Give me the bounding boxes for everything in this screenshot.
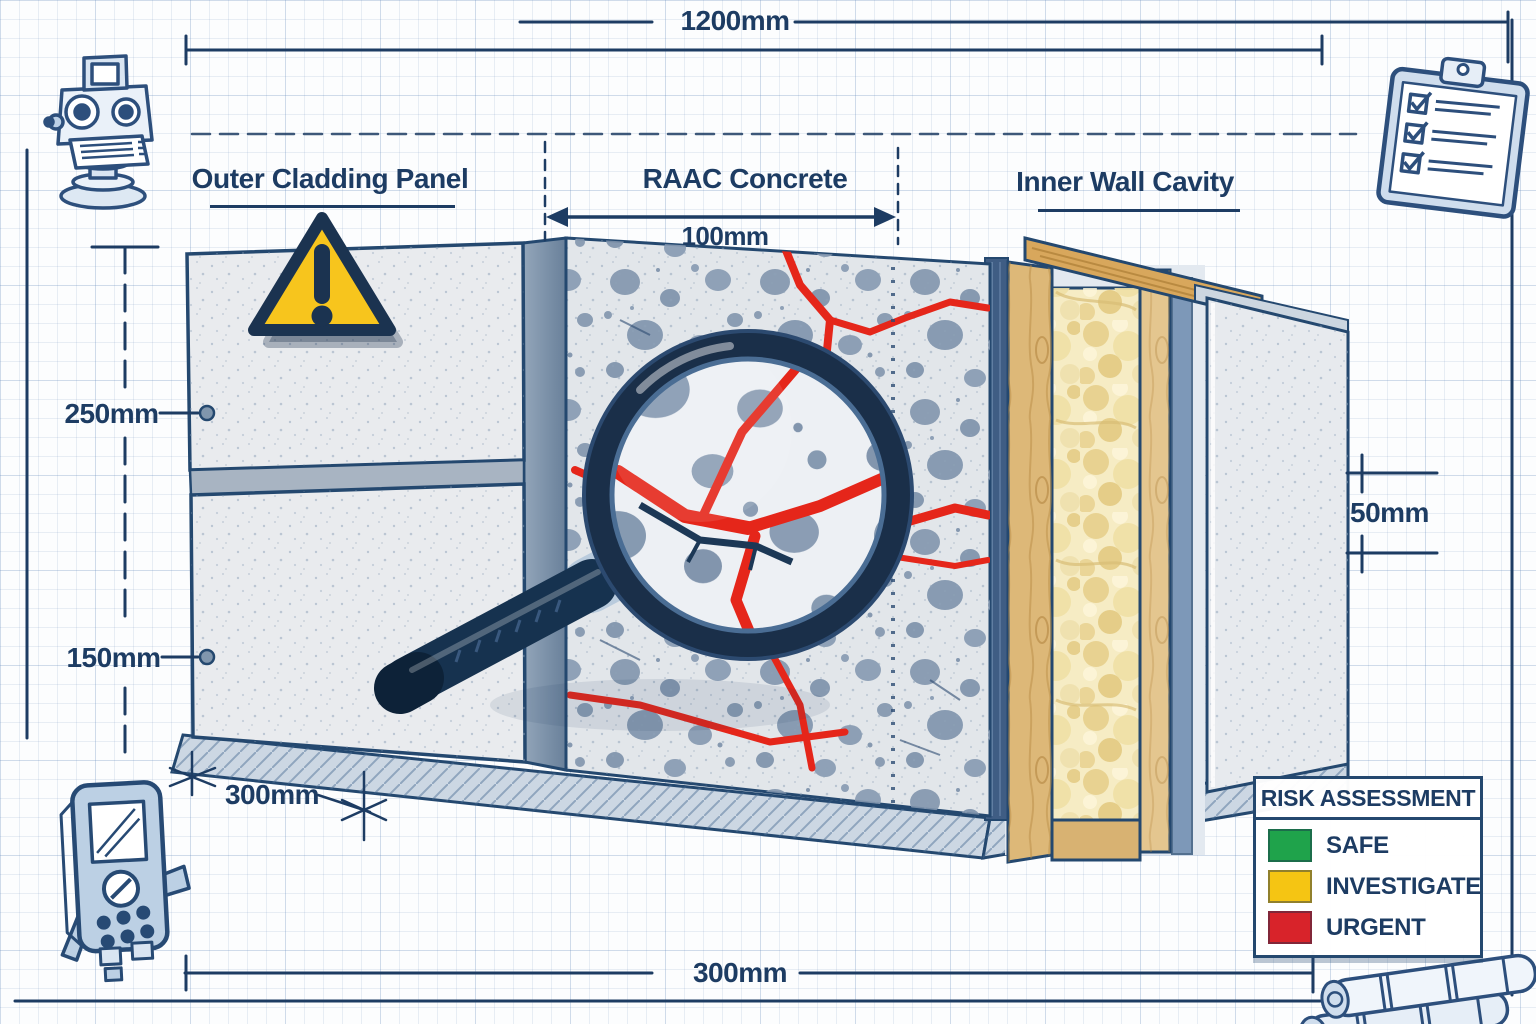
inner-panel xyxy=(1205,296,1350,794)
legend-row-safe: SAFE xyxy=(1268,829,1468,862)
dimension-panel-upper-height: 250mm xyxy=(64,398,159,429)
cavity-gap-strip xyxy=(1171,277,1193,855)
dimension-cavity-gap: 50mm xyxy=(1350,497,1429,528)
dimension-raac-thickness: 100mm xyxy=(681,221,769,251)
warning-triangle-icon xyxy=(248,212,403,348)
risk-assessment-legend: RISK ASSESSMENT SAFE INVESTIGATE URGENT xyxy=(1253,776,1483,958)
label-underline xyxy=(210,205,455,208)
safe-color-swatch xyxy=(1268,829,1312,862)
dimension-bottom-width: 300mm xyxy=(692,957,788,988)
clipboard-checklist-icon xyxy=(1376,56,1530,219)
magnified-cracks xyxy=(612,359,884,631)
dimension-panel-lower-height: 150mm xyxy=(66,642,161,673)
dimension-overall-width: 1200mm xyxy=(680,5,790,36)
section-label-raac-concrete: RAAC Concrete xyxy=(642,163,848,194)
laser-measure-icon xyxy=(59,780,191,983)
investigate-color-swatch xyxy=(1268,870,1312,903)
dimension-base-depth: 300mm xyxy=(224,779,320,810)
blueprint-rolls-icon xyxy=(1298,953,1536,1024)
timber-stud-left xyxy=(1006,260,1054,864)
legend-row-urgent: URGENT xyxy=(1268,911,1468,944)
legend-label-safe: SAFE xyxy=(1326,831,1389,859)
lower-marker-dot xyxy=(198,648,216,666)
raac-width-arrow xyxy=(546,207,896,227)
timber-bottom-plate xyxy=(1050,818,1142,862)
legend-row-investigate: INVESTIGATE xyxy=(1268,870,1481,903)
legend-label-urgent: URGENT xyxy=(1326,913,1426,941)
label-underline xyxy=(1038,209,1240,212)
magnifying-glass-icon xyxy=(374,329,914,731)
insulation-batt xyxy=(1050,286,1142,824)
section-label-outer-cladding: Outer Cladding Panel xyxy=(191,163,469,194)
upper-marker-dot xyxy=(198,404,216,422)
legend-label-investigate: INVESTIGATE xyxy=(1326,872,1481,900)
legend-title: RISK ASSESSMENT xyxy=(1256,779,1480,820)
theodolite-sketch-icon xyxy=(43,54,154,210)
section-label-inner-wall-cavity: Inner Wall Cavity xyxy=(1016,166,1234,197)
urgent-color-swatch xyxy=(1268,911,1312,944)
timber-stud-right xyxy=(1138,268,1172,854)
